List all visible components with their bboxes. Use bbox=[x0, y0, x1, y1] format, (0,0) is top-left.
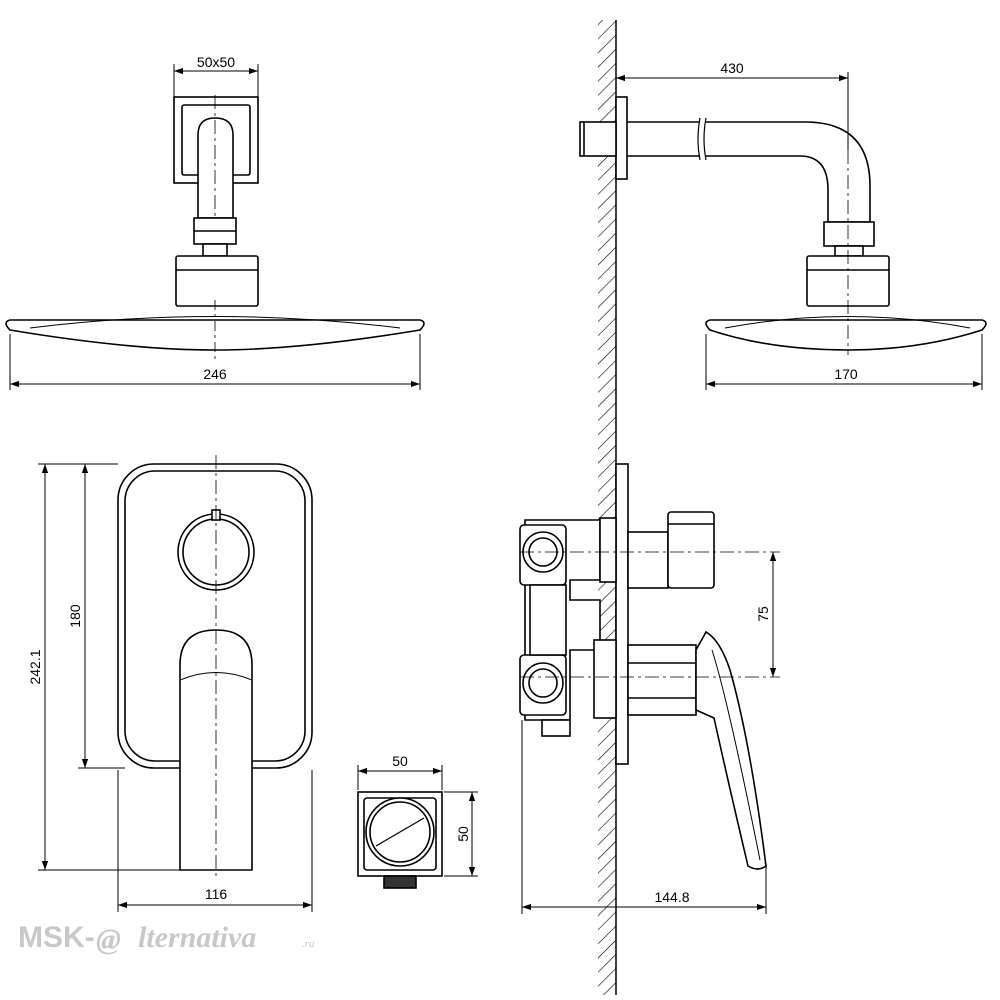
dim-label-head-width-side: 170 bbox=[834, 366, 858, 382]
watermark-brand-start: MSK- bbox=[18, 921, 95, 954]
watermark-brand-rest: lternativa bbox=[138, 921, 256, 954]
dim-label-head-width-front: 246 bbox=[203, 366, 227, 382]
dim-label-outlet-height: 50 bbox=[455, 826, 471, 842]
dim-plate-height bbox=[78, 463, 125, 769]
dim-label-wall-mount: 50x50 bbox=[197, 54, 235, 70]
dim-depth bbox=[521, 720, 767, 914]
dim-label-mixer-width: 116 bbox=[205, 886, 228, 902]
front-mixer bbox=[117, 455, 313, 880]
dim-head-width-front bbox=[9, 334, 421, 390]
dim-mixer-width bbox=[117, 770, 313, 912]
dim-arm-length bbox=[616, 72, 849, 150]
watermark-logo: MSK- @ lternativa .ru bbox=[18, 921, 315, 956]
dim-outlet-width bbox=[357, 765, 443, 790]
side-mixer bbox=[519, 463, 780, 870]
watermark-brand-at: @ bbox=[96, 923, 121, 956]
dim-label-mixer-height: 242.1 bbox=[27, 649, 43, 684]
dim-label-outlet-spacing: 75 bbox=[755, 606, 771, 622]
dim-label-arm-length: 430 bbox=[720, 60, 744, 76]
front-shower-head bbox=[5, 95, 425, 360]
dim-label-plate-height: 180 bbox=[67, 604, 83, 628]
side-shower-arm bbox=[579, 96, 987, 355]
dim-outlet-height bbox=[444, 791, 478, 877]
wall-outlet bbox=[357, 791, 443, 889]
dim-label-depth: 144.8 bbox=[654, 889, 689, 905]
dim-wall-mount bbox=[173, 64, 259, 97]
dim-head-width-side bbox=[705, 334, 983, 390]
wall bbox=[598, 20, 617, 995]
watermark-brand-suffix: .ru bbox=[302, 938, 315, 950]
dim-label-outlet-width: 50 bbox=[392, 753, 408, 769]
